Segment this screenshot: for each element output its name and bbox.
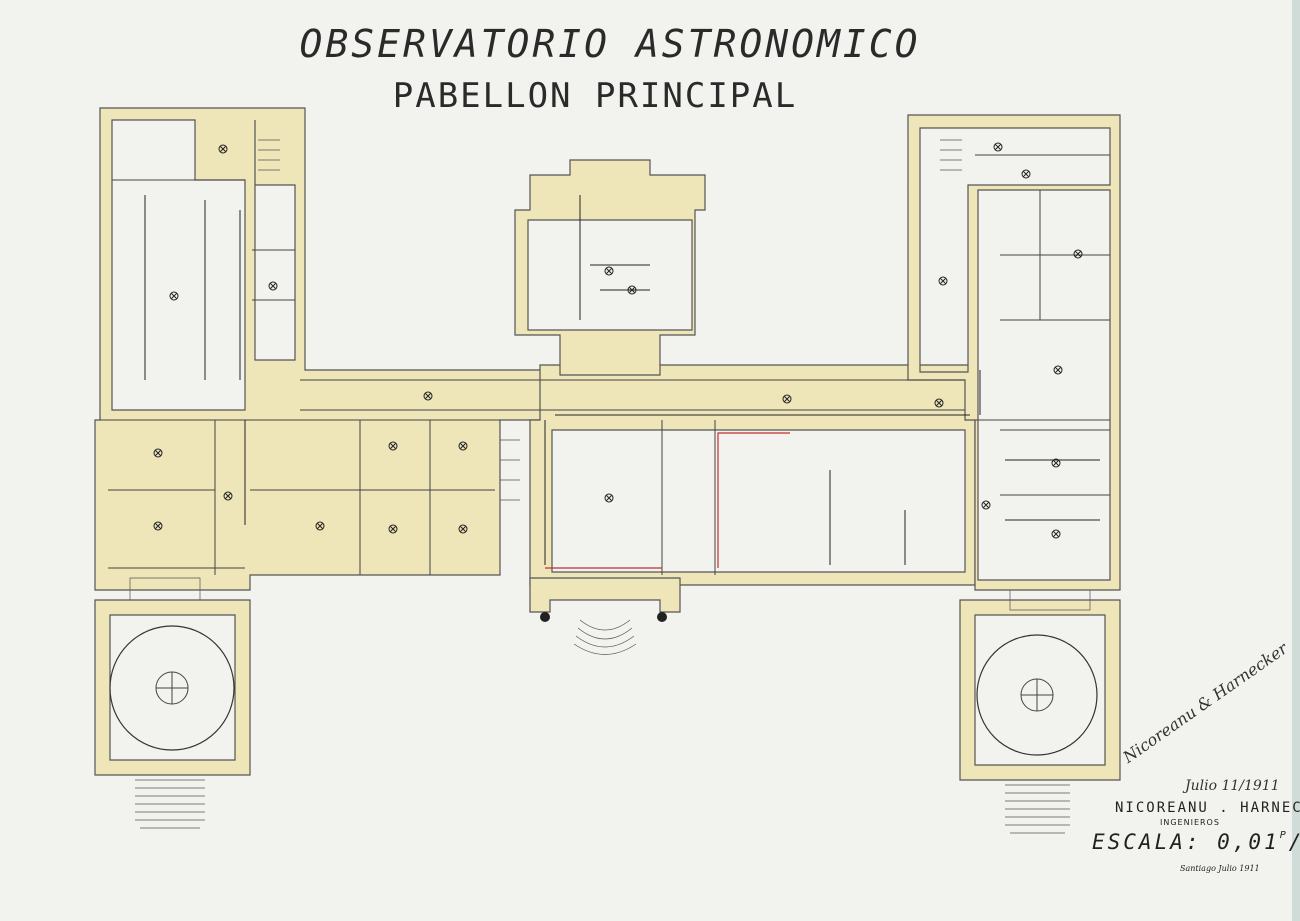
light-fixture-cross bbox=[224, 492, 232, 500]
light-fixture-cross bbox=[982, 501, 990, 509]
light-fixture-icon bbox=[1021, 169, 1031, 179]
light-fixture-cross bbox=[628, 286, 636, 294]
center-pavilion bbox=[514, 159, 706, 376]
main-body bbox=[529, 364, 976, 586]
scale-note: ESCALA: 0,01P/M bbox=[1092, 830, 1300, 854]
light-fixture-cross bbox=[424, 392, 432, 400]
light-fixture-icon bbox=[938, 276, 948, 286]
light-fixture-cross bbox=[1022, 170, 1030, 178]
light-fixture-icon bbox=[223, 491, 233, 501]
place-date: Santiago Julio 1911 bbox=[1180, 864, 1260, 873]
light-fixture-cross bbox=[939, 277, 947, 285]
firm-role: INGENIEROS bbox=[1160, 818, 1220, 827]
interior-walls bbox=[100, 154, 1110, 575]
light-fixture-cross bbox=[783, 395, 791, 403]
light-fixture-icon bbox=[981, 500, 991, 510]
light-fixture-cross bbox=[994, 143, 1002, 151]
light-fixture-icon bbox=[153, 521, 163, 531]
signature-date: Julio 11/1911 bbox=[1185, 778, 1280, 794]
light-fixture-cross bbox=[935, 399, 943, 407]
light-fixture-cross bbox=[1074, 250, 1082, 258]
telescope-piers bbox=[155, 671, 1054, 712]
stairs bbox=[129, 139, 1091, 834]
entrance-porch bbox=[529, 577, 681, 613]
tower-rooms bbox=[109, 625, 1098, 756]
firm-name: NICOREANU . HARNECKER bbox=[1115, 800, 1300, 816]
light-fixture-icon bbox=[1053, 365, 1063, 375]
light-fixture-icon bbox=[388, 524, 398, 534]
light-fixtures bbox=[153, 142, 1083, 539]
light-fixture-icon bbox=[1051, 458, 1061, 468]
scale-label: ESCALA: 0,01 bbox=[1092, 830, 1280, 854]
light-fixture-cross bbox=[605, 267, 613, 275]
light-fixture-icon bbox=[993, 142, 1003, 152]
red-circuit-line bbox=[545, 432, 790, 569]
light-fixture-icon bbox=[153, 448, 163, 458]
light-fixture-icon bbox=[169, 291, 179, 301]
light-fixture-cross bbox=[1052, 459, 1060, 467]
light-fixture-icon bbox=[388, 441, 398, 451]
right-tower bbox=[959, 599, 1121, 781]
light-fixture-cross bbox=[1054, 366, 1062, 374]
light-fixture-icon bbox=[458, 441, 468, 451]
walls bbox=[94, 107, 1121, 781]
light-fixture-icon bbox=[627, 285, 637, 295]
drawing-title: OBSERVATORIO ASTRONOMICO bbox=[299, 22, 921, 66]
entry-columns bbox=[540, 612, 667, 622]
light-fixture-cross bbox=[1052, 530, 1060, 538]
scale-sup: P bbox=[1279, 830, 1289, 841]
light-fixture-cross bbox=[269, 282, 277, 290]
light-fixture-icon bbox=[604, 493, 614, 503]
light-fixture-icon bbox=[1073, 249, 1083, 259]
light-fixture-icon bbox=[1051, 529, 1061, 539]
light-fixture-icon bbox=[268, 281, 278, 291]
light-fixture-cross bbox=[389, 442, 397, 450]
light-fixture-cross bbox=[459, 442, 467, 450]
light-fixture-cross bbox=[154, 522, 162, 530]
light-fixture-cross bbox=[316, 522, 324, 530]
right-wing bbox=[907, 114, 1121, 591]
light-fixture-icon bbox=[315, 521, 325, 531]
light-fixture-cross bbox=[459, 525, 467, 533]
light-fixture-cross bbox=[389, 525, 397, 533]
light-fixture-icon bbox=[782, 394, 792, 404]
light-fixture-icon bbox=[934, 398, 944, 408]
light-fixture-icon bbox=[423, 391, 433, 401]
light-fixture-icon bbox=[604, 266, 614, 276]
light-fixture-icon bbox=[458, 524, 468, 534]
light-fixture-cross bbox=[219, 145, 227, 153]
light-fixture-cross bbox=[154, 449, 162, 457]
drawing-subtitle: PABELLON PRINCIPAL bbox=[392, 76, 798, 116]
wiring bbox=[144, 195, 1100, 565]
light-fixture-icon bbox=[218, 144, 228, 154]
light-fixture-cross bbox=[170, 292, 178, 300]
light-fixture-cross bbox=[605, 494, 613, 502]
